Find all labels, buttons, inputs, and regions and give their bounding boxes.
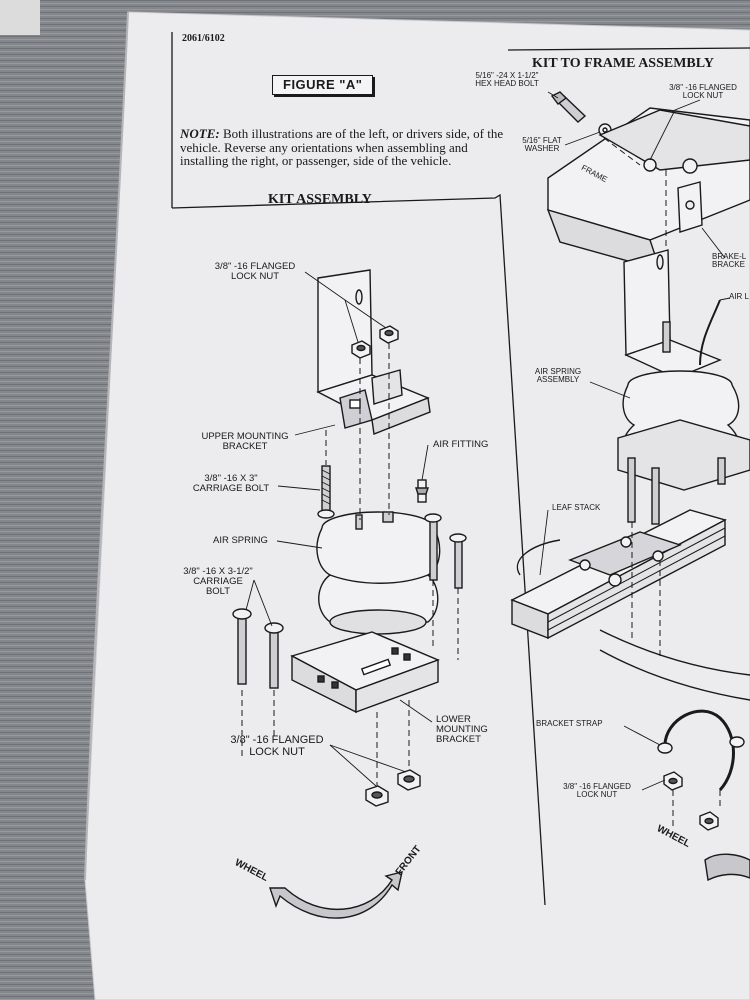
label-carriage-bolt-3-5in-line2: CARRIAGE [193, 575, 243, 587]
label-upper-mounting-bracket: UPPER MOUNTING BRACKET [190, 432, 300, 452]
label-frame-wheel: WHEEL [654, 823, 692, 850]
kit-assembly-drawing [232, 269, 467, 919]
air-line [699, 299, 721, 366]
label-brake-line-bracket: BRAKE-L BRACKE [712, 252, 747, 270]
wheel-front-arrow [269, 871, 403, 919]
frame-lower-nuts [663, 771, 719, 831]
figure-label: FIGURE "A" [272, 75, 374, 95]
note-text: Both illustrations are of the left, or d… [180, 126, 504, 168]
assembly-guides [241, 343, 459, 786]
frame-direction-arrow [704, 853, 750, 882]
air-spring [316, 511, 441, 635]
air-fitting [415, 479, 429, 503]
axle [599, 629, 750, 701]
label-brake-line-bracket-line1: BRAKE-L [712, 252, 747, 261]
label-lower-mounting-bracket-line3: BRACKET [436, 733, 481, 745]
brake-line-bracket [677, 181, 703, 233]
label-frame-lower-lock-nut-line2: LOCK NUT [576, 790, 618, 800]
label-frame: FRAME [579, 163, 609, 185]
label-frame-lock-nut-line2: LOCK NUT [682, 91, 724, 101]
kit-frame-title-rule [507, 47, 750, 51]
label-flat-washer: 5/16" FLAT WASHER [512, 136, 572, 154]
label-lower-mounting-bracket-line2: MOUNTING [436, 723, 488, 735]
label-air-fitting: AIR FITTING [433, 439, 489, 450]
kit-to-frame-title: KIT TO FRAME ASSEMBLY [532, 56, 714, 71]
label-lower-mounting-bracket-line1: LOWER [436, 714, 471, 725]
installed-upper-bracket [623, 249, 722, 379]
label-carriage-bolt-3in: 3/8" -16 x 3" CARRIAGE BOLT [186, 474, 276, 494]
label-upper-lock-nut-line1: 3/8" -16 FLANGED [214, 261, 296, 272]
label-flat-washer-line2: WASHER [524, 144, 560, 154]
corner-object [0, 0, 40, 35]
label-wheel-direction: WHEEL [232, 857, 270, 884]
upper-mounting-bracket [316, 269, 431, 435]
kit-to-frame-drawing [510, 91, 750, 882]
carriage-bolts-right [424, 513, 467, 589]
kit-leaders [245, 271, 433, 787]
hex-head-bolt [550, 91, 612, 137]
label-air-line: AIR L [729, 292, 750, 301]
label-frame-lock-nut: 3/8" -16 FLANGED LOCK NUT [656, 83, 750, 101]
label-flat-washer-line1: 5/16" FLAT [522, 136, 562, 145]
label-front-direction: FRONT [393, 843, 424, 878]
carriage-bolts-3-5in [232, 608, 284, 689]
label-upper-mounting-bracket-line1: UPPER MOUNTING [201, 431, 289, 442]
label-carriage-bolt-3-5in: 3/8" -16 x 3-1/2" CARRIAGE BOLT [168, 567, 268, 597]
label-leaf-stack: LEAF STACK [552, 503, 601, 512]
label-air-spring-assembly-line1: AIR SPRING [534, 367, 582, 376]
document-number: 2061/6102 [182, 33, 225, 44]
label-frame-lock-nut-line1: 3/8" -16 FLANGED [669, 83, 737, 92]
label-lower-lock-nut: 3/8" -16 FLANGED LOCK NUT [222, 734, 332, 758]
installed-air-spring [617, 370, 750, 525]
label-air-spring-assembly-line2: ASSEMBLY [536, 375, 580, 385]
label-brake-line-bracket-line2: BRACKE [712, 260, 745, 270]
label-hex-head-bolt: 5/16" -24 x 1-1/2" HEX HEAD BOLT [462, 71, 552, 89]
label-frame-lower-lock-nut-line1: 3/8" -16 FLANGED [563, 782, 631, 791]
kit-assembly-border [171, 193, 546, 906]
frame-leaders [539, 91, 731, 791]
frame-guides [603, 137, 721, 830]
label-upper-mounting-bracket-line2: BRACKET [222, 440, 268, 452]
lower-mounting-bracket [290, 631, 440, 714]
label-bracket-strap: BRACKET STRAP [536, 719, 603, 728]
label-lower-mounting-bracket: LOWER MOUNTING BRACKET [436, 715, 488, 745]
upper-lock-nuts [351, 325, 399, 359]
lower-lock-nuts [365, 769, 421, 807]
assembly-note: NOTE: Both illustrations are of the left… [180, 127, 505, 168]
label-air-spring-assembly: AIR SPRING ASSEMBLY [526, 367, 590, 385]
leaf-stack [510, 509, 727, 640]
label-carriage-bolt-3-5in-line3: BOLT [205, 585, 231, 597]
label-upper-lock-nut: 3/8" -16 FLANGED LOCK NUT [200, 262, 310, 282]
kit-assembly-title: KIT ASSEMBLY [268, 192, 372, 207]
label-upper-lock-nut-line2: LOCK NUT [230, 270, 280, 282]
label-air-spring: AIR SPRING [213, 535, 268, 546]
label-frame-lower-lock-nut: 3/8" -16 FLANGED LOCK NUT [552, 782, 642, 800]
label-hex-head-bolt-line2: HEX HEAD BOLT [475, 79, 539, 89]
bracket-strap [657, 709, 745, 792]
label-carriage-bolt-3-5in-line1: 3/8" -16 x 3-1/2" [183, 566, 253, 577]
label-carriage-bolt-3in-line1: 3/8" -16 x 3" [204, 473, 258, 484]
note-label: NOTE: [180, 126, 220, 141]
label-lower-lock-nut-line2: LOCK NUT [249, 745, 305, 758]
label-lower-lock-nut-line1: 3/8" -16 FLANGED [230, 734, 324, 746]
label-carriage-bolt-3in-line2: CARRIAGE BOLT [192, 482, 270, 494]
carriage-bolt-3in [317, 465, 335, 519]
label-hex-head-bolt-line1: 5/16" -24 x 1-1/2" [475, 71, 539, 80]
